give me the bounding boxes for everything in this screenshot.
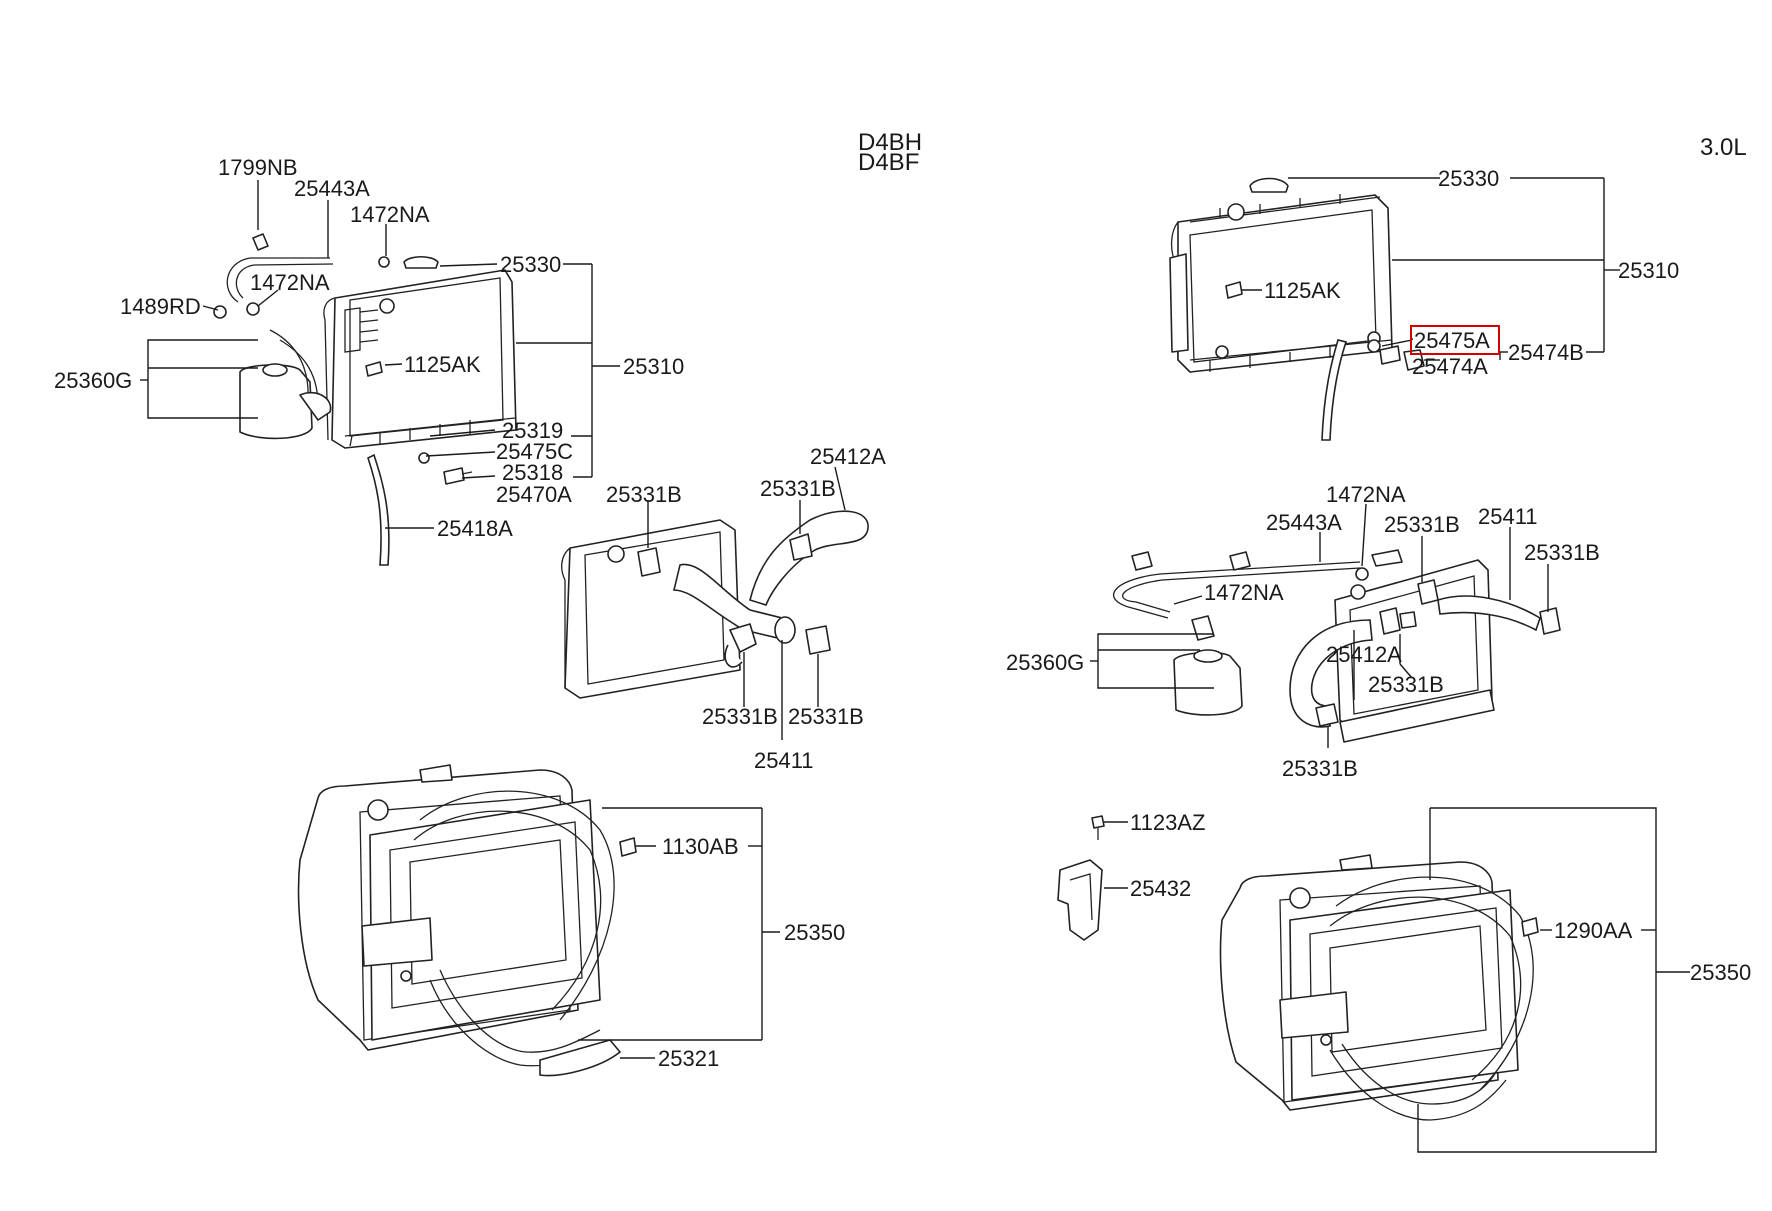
part-label-1799NB: 1799NB	[218, 155, 298, 180]
part-label-25474B: 25474B	[1508, 340, 1584, 365]
engine-label-d4bf: D4BF	[858, 149, 919, 176]
left-top-leaders	[140, 180, 620, 529]
part-label-25360G: 25360G	[1006, 650, 1084, 675]
right-top-leaders	[1242, 177, 1620, 361]
bracket-25432	[1057, 859, 1103, 941]
left-shroud-leaders	[578, 807, 780, 1059]
part-label-1290AA: 1290AA	[1554, 918, 1633, 943]
part-label-1472NA: 1472NA	[1326, 482, 1406, 507]
part-label-1489RD: 1489RD	[120, 294, 201, 319]
left-shroud-group	[297, 764, 637, 1077]
part-label-25331B: 25331B	[1368, 672, 1444, 697]
part-label-25432: 25432	[1130, 876, 1191, 901]
part-label-25331B: 25331B	[1524, 540, 1600, 565]
engine-label-3-0l: 3.0L	[1700, 134, 1747, 161]
radiator-core-left	[331, 269, 517, 449]
part-label-25411: 25411	[754, 748, 814, 773]
part-label-25319: 25319	[502, 418, 563, 443]
part-label-1472NA: 1472NA	[250, 270, 330, 295]
right-hoses-leaders	[1090, 503, 1549, 748]
reservoir-tank-left	[239, 364, 313, 440]
part-label-25443A: 25443A	[294, 176, 370, 201]
part-label-25331B: 25331B	[1384, 512, 1460, 537]
part-label-25321: 25321	[658, 1046, 719, 1071]
part-label-25350: 25350	[784, 920, 845, 945]
part-label-25412A: 25412A	[810, 444, 886, 469]
right-bracket-group	[1057, 815, 1105, 941]
part-label-25475C: 25475C	[496, 439, 573, 464]
part-label-25412A: 25412A	[1326, 642, 1402, 667]
part-label-25330: 25330	[1438, 166, 1499, 191]
part-label-25331B: 25331B	[606, 482, 682, 507]
part-label-25443A: 25443A	[1266, 510, 1342, 535]
part-label-25474A: 25474A	[1412, 354, 1488, 379]
headers: D4BH D4BF 3.0L	[858, 129, 1747, 176]
right-radiator-group	[1169, 177, 1425, 441]
part-label-25310: 25310	[623, 354, 684, 379]
part-label-25418A: 25418A	[437, 516, 513, 541]
part-label-1472NA: 1472NA	[1204, 580, 1284, 605]
left-labels: 1799NB 25443A 1472NA 1472NA 1489RD 25330…	[54, 155, 886, 1071]
part-label-25350: 25350	[1690, 960, 1751, 985]
left-radiator-group	[213, 233, 517, 566]
part-label-25318: 25318	[502, 460, 563, 485]
right-bottom-leaders	[1104, 807, 1690, 1153]
part-label-25411: 25411	[1478, 504, 1538, 529]
part-label-25331B: 25331B	[702, 704, 778, 729]
part-label-25470A: 25470A	[496, 482, 572, 507]
part-label-1130AB: 1130AB	[662, 834, 739, 859]
part-label-25310: 25310	[1618, 258, 1679, 283]
part-label-25360G: 25360G	[54, 368, 132, 393]
part-label-25331B: 25331B	[1282, 756, 1358, 781]
highlight-box-25475A	[1410, 325, 1500, 355]
part-label-1472NA: 1472NA	[350, 202, 430, 227]
part-label-1123AZ: 1123AZ	[1130, 810, 1205, 835]
right-hoses-group	[1113, 549, 1561, 743]
part-label-1125AK: 1125AK	[404, 352, 481, 377]
part-label-25330: 25330	[500, 252, 561, 277]
right-shroud-group	[1219, 854, 1539, 1121]
part-label-25475A: 25475A	[1414, 328, 1490, 353]
radiator-cap-left	[403, 255, 439, 269]
reservoir-tank-right	[1173, 651, 1243, 716]
left-hoses-leaders	[647, 466, 846, 740]
part-label-25331B: 25331B	[788, 704, 864, 729]
radiator-cap-right	[1249, 177, 1289, 193]
left-hoses-group	[561, 510, 869, 699]
right-labels: 25330 25310 1125AK 25475A 25474B 25474A …	[1006, 166, 1751, 985]
part-label-25331B: 25331B	[760, 476, 836, 501]
part-label-1125AK: 1125AK	[1264, 278, 1341, 303]
engine-label-d4bh: D4BH	[858, 129, 922, 156]
